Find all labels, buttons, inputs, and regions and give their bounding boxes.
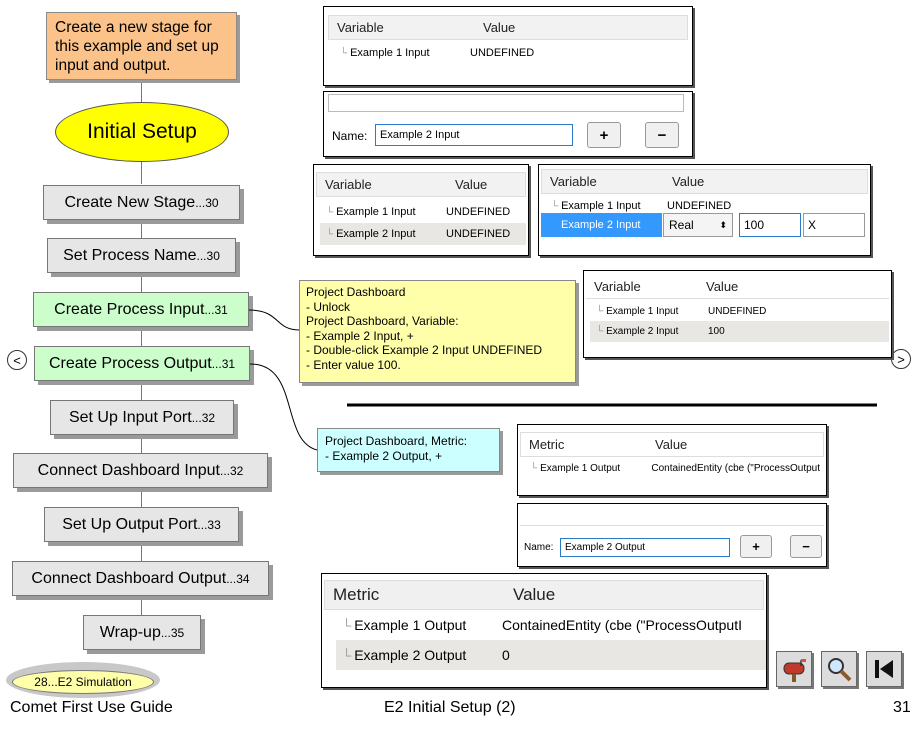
chevron-left-icon: < bbox=[13, 352, 21, 368]
add-variable-panel: Name: + − bbox=[323, 91, 693, 157]
variable-value[interactable]: UNDEFINED bbox=[470, 47, 535, 59]
variable-name[interactable]: └Example 2 Input bbox=[326, 228, 416, 240]
variable-value[interactable]: UNDEFINED bbox=[708, 306, 767, 317]
add-variable-button[interactable]: + bbox=[587, 122, 621, 148]
add-metric-panel: Name: + − bbox=[517, 503, 827, 567]
variable-name[interactable]: └Example 1 Input bbox=[340, 47, 430, 59]
selected-variable-row[interactable]: Example 2 Input bbox=[541, 213, 662, 237]
name-label: Name: bbox=[332, 129, 368, 143]
metric-value[interactable]: 0 bbox=[502, 647, 510, 663]
step-connect-dashboard-output[interactable]: Connect Dashboard Output...34 bbox=[12, 561, 269, 596]
footer-page-number: 31 bbox=[893, 699, 911, 716]
variable-name-input[interactable] bbox=[375, 124, 573, 146]
variable-value[interactable]: UNDEFINED bbox=[446, 228, 511, 240]
value-input[interactable] bbox=[739, 213, 801, 237]
variable-name[interactable]: └Example 1 Input bbox=[596, 306, 679, 317]
remove-variable-button[interactable]: − bbox=[645, 122, 679, 148]
metric-name[interactable]: └Example 1 Output bbox=[530, 463, 621, 474]
remove-metric-button[interactable]: − bbox=[790, 535, 822, 558]
chevron-right-icon: > bbox=[897, 351, 905, 367]
step-connect-dashboard-input[interactable]: Connect Dashboard Input...32 bbox=[13, 453, 268, 488]
mailbox-button[interactable] bbox=[776, 651, 812, 687]
panel-header-strip bbox=[520, 506, 824, 526]
magnifier-icon bbox=[828, 658, 852, 682]
step-create-process-output[interactable]: Create Process Output...31 bbox=[34, 346, 250, 381]
variable-value[interactable]: UNDEFINED bbox=[667, 200, 732, 212]
metric-name[interactable]: └Example 2 Output bbox=[342, 647, 467, 663]
step-create-new-stage[interactable]: Create New Stage...30 bbox=[43, 185, 240, 220]
footer-section-title: E2 Initial Setup (2) bbox=[384, 699, 516, 716]
intro-note: Create a new stage for this example and … bbox=[46, 12, 237, 80]
instruction-note-metric: Project Dashboard, Metric: - Example 2 O… bbox=[317, 428, 500, 472]
prev-page-button[interactable]: < bbox=[7, 350, 27, 370]
variable-value[interactable]: UNDEFINED bbox=[446, 206, 511, 218]
variable-name[interactable]: └Example 2 Input bbox=[596, 326, 679, 337]
back-link-e2-simulation[interactable]: 28...E2 Simulation bbox=[12, 670, 154, 694]
step-create-process-input[interactable]: Create Process Input...31 bbox=[33, 292, 249, 327]
ellipse-label: Initial Setup bbox=[87, 120, 197, 143]
skip-back-icon bbox=[875, 660, 893, 678]
metric-name-input[interactable] bbox=[560, 538, 730, 557]
step-wrap-up[interactable]: Wrap-up...35 bbox=[83, 615, 201, 650]
step-set-up-input-port[interactable]: Set Up Input Port...32 bbox=[50, 400, 234, 435]
footer-guide-title: Comet First Use Guide bbox=[10, 699, 173, 716]
next-page-button[interactable]: > bbox=[891, 349, 911, 369]
variable-value[interactable]: 100 bbox=[708, 326, 725, 337]
variable-name[interactable]: └Example 1 Input bbox=[326, 206, 416, 218]
add-metric-button[interactable]: + bbox=[740, 535, 772, 558]
initial-setup-ellipse: Initial Setup bbox=[55, 102, 229, 162]
variable-name[interactable]: └Example 1 Input bbox=[551, 200, 641, 212]
step-set-up-output-port[interactable]: Set Up Output Port...33 bbox=[44, 507, 239, 542]
step-set-process-name[interactable]: Set Process Name...30 bbox=[47, 238, 236, 273]
mailbox-icon bbox=[783, 659, 806, 682]
type-select[interactable]: Real⬍ bbox=[663, 213, 733, 237]
search-button[interactable] bbox=[821, 651, 857, 687]
unit-field[interactable]: X bbox=[803, 213, 865, 237]
instruction-note-variable: Project Dashboard - Unlock Project Dashb… bbox=[299, 280, 576, 383]
name-label: Name: bbox=[524, 542, 554, 553]
metric-value[interactable]: ContainedEntity (cbe ("ProcessOutput bbox=[651, 463, 820, 474]
metric-value[interactable]: ContainedEntity (cbe ("ProcessOutputI bbox=[502, 617, 742, 633]
spinner-arrows-icon: ⬍ bbox=[719, 219, 727, 230]
panel-header-strip bbox=[328, 94, 684, 112]
back-to-start-button[interactable] bbox=[866, 651, 902, 687]
metric-name[interactable]: └Example 1 Output bbox=[342, 617, 467, 633]
